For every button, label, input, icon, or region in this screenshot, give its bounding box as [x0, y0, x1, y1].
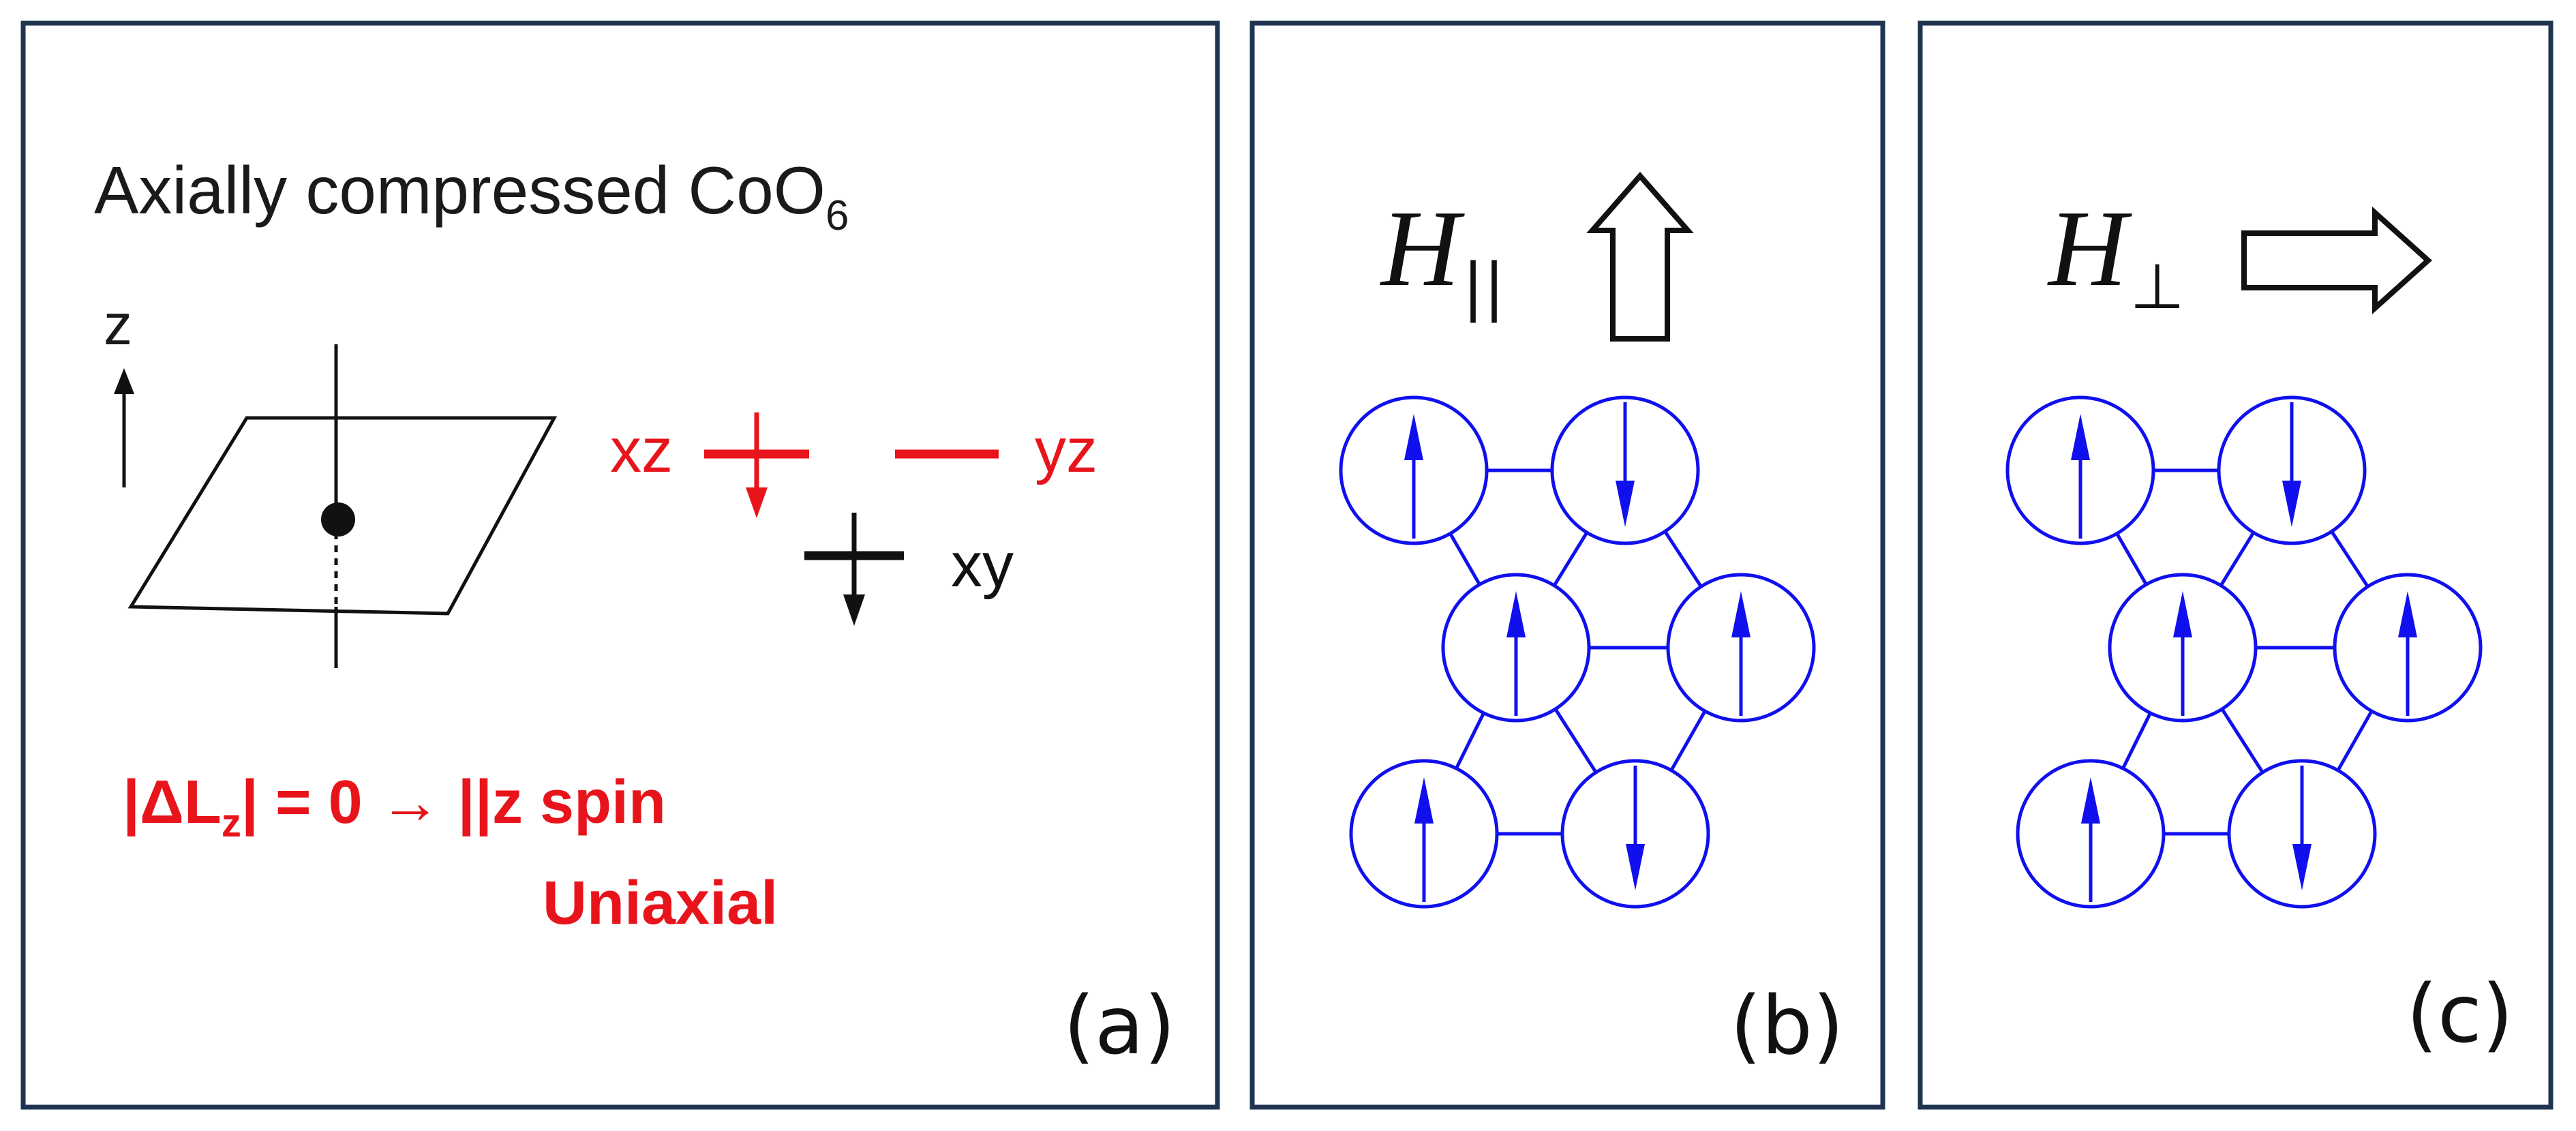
- spin-up-arrow-icon: [2173, 591, 2192, 637]
- spin-down-arrow-icon: [2292, 844, 2312, 890]
- spin-down-arrow-icon: [1626, 844, 1645, 890]
- orbital-levels: xz yz xy: [610, 412, 1097, 626]
- spin-up-arrow-icon: [1731, 591, 1751, 637]
- lattice-c-bond: [2115, 532, 2148, 586]
- spin-lattice-c: [2005, 395, 2483, 909]
- equation-line1: |ΔLz| = 0 → ||z spin: [123, 768, 666, 845]
- lattice-c-spin-site: [2333, 573, 2483, 723]
- field-right-arrow: [2241, 207, 2432, 314]
- panel-c-frame: [1918, 20, 2554, 1110]
- panel-b-frame: [1249, 20, 1885, 1110]
- panel-a-title: Axially compressed CoO6: [94, 153, 849, 239]
- lattice-b-spin-site: [1349, 759, 1499, 909]
- lattice-c-bond: [2336, 710, 2374, 772]
- lattice-c-bond: [2220, 708, 2264, 774]
- orbital-yz-label: yz: [1035, 416, 1097, 485]
- field-parallel-label: H||: [1380, 187, 1505, 323]
- lattice-b-bond: [1552, 531, 1589, 587]
- electron-xy-down-arrow: [843, 594, 865, 626]
- lattice-b-spin-site: [1550, 395, 1700, 545]
- field-perpendicular-label: H⊥: [2047, 187, 2185, 323]
- panel-a-label: (a): [1063, 978, 1175, 1072]
- lattice-b-spin-site: [1339, 395, 1489, 545]
- lattice-c-spin-site: [2217, 395, 2367, 545]
- lattice-c-bond: [2219, 531, 2256, 587]
- lattice-b-bond: [1449, 532, 1481, 586]
- lattice-b-spin-site: [1441, 573, 1591, 723]
- orbital-xz-label: xz: [610, 416, 673, 485]
- panel-b: H|| (b): [1249, 20, 1885, 1110]
- spin-down-arrow-icon: [1616, 481, 1635, 527]
- electron-xz-down-arrow: [746, 487, 768, 518]
- lattice-b-spin-site: [1560, 759, 1710, 909]
- spin-up-arrow-icon: [2071, 414, 2090, 460]
- spin-lattice-b: [1339, 395, 1816, 909]
- orbital-xy-label: xy: [951, 530, 1014, 600]
- panel-a: Axially compressed CoO6 z xz yz x: [20, 20, 1220, 1110]
- lattice-c-spin-site: [2016, 759, 2166, 909]
- cobalt-atom: [321, 502, 355, 537]
- anisotropy-equation: |ΔLz| = 0 → ||z spin Uniaxial: [123, 768, 778, 937]
- spin-up-arrow-icon: [2081, 777, 2100, 824]
- lattice-b-bond: [1554, 708, 1598, 774]
- panel-c-label: (c): [2406, 967, 2513, 1061]
- field-up-arrow: [1586, 171, 1694, 342]
- lattice-c-bond: [2121, 712, 2152, 770]
- spin-down-arrow-icon: [2282, 481, 2301, 527]
- spin-up-arrow-icon: [1414, 777, 1434, 824]
- lattice-b-spin-site: [1666, 573, 1816, 723]
- xy-plane: [127, 344, 558, 668]
- z-axis: z: [104, 292, 134, 487]
- lattice-b-bond: [1669, 710, 1707, 772]
- z-axis-label: z: [104, 292, 132, 357]
- lattice-b-bond: [1663, 530, 1703, 588]
- panel-b-label: (b): [1730, 978, 1844, 1072]
- spin-up-arrow-icon: [2398, 591, 2417, 637]
- lattice-c-spin-site: [2005, 395, 2155, 545]
- lattice-c-spin-site: [2227, 759, 2377, 909]
- lattice-c-spin-site: [2108, 573, 2258, 723]
- lattice-c-bond: [2330, 530, 2369, 588]
- equation-line2: Uniaxial: [543, 869, 778, 937]
- lattice-b-bond: [1455, 712, 1485, 770]
- panel-c: H⊥ (c): [1918, 20, 2554, 1110]
- spin-up-arrow-icon: [1506, 591, 1526, 637]
- spin-up-arrow-icon: [1404, 414, 1423, 460]
- panel-a-frame: [20, 20, 1220, 1110]
